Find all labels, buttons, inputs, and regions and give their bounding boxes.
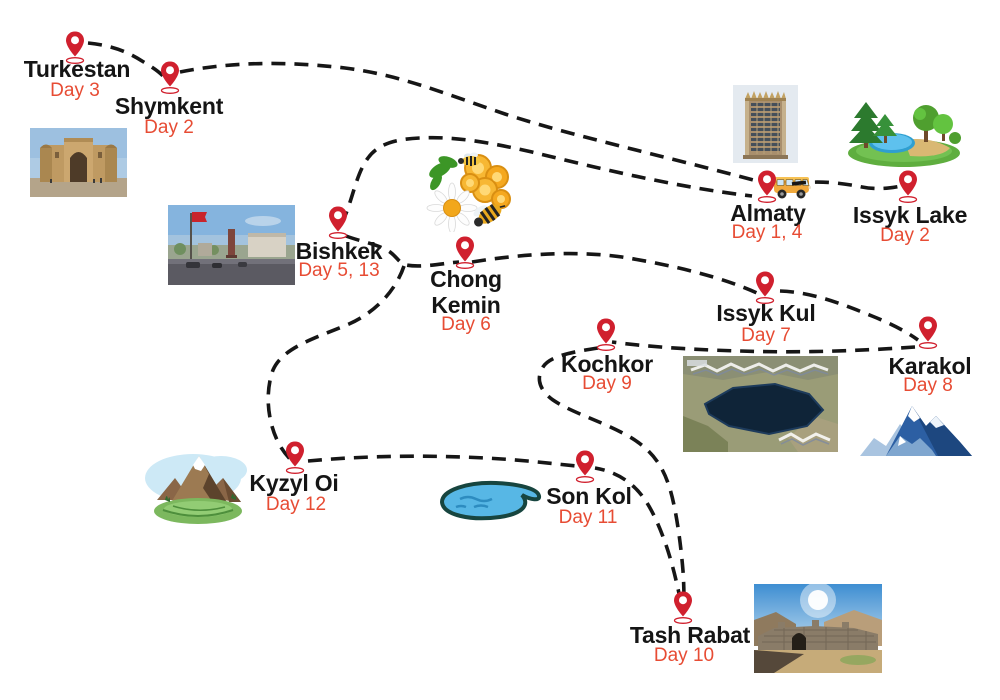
karakol-day-label: Day 8 bbox=[903, 375, 953, 396]
son-kol-label: Son Kol bbox=[546, 483, 632, 509]
forest-lake-clipart bbox=[848, 102, 961, 167]
son-kol-lake-clipart bbox=[439, 480, 542, 521]
chong-kemin-label-line-2: Kemin bbox=[431, 292, 501, 318]
son-kol-map-pin-icon[interactable] bbox=[573, 449, 597, 483]
issyk-kul-label: Issyk Kul bbox=[716, 300, 816, 326]
bishkek-map-pin-icon[interactable] bbox=[326, 205, 350, 239]
chong-kemin-day-label: Day 6 bbox=[441, 314, 491, 335]
kochkor-map-pin-icon[interactable] bbox=[594, 317, 618, 351]
kyzyl-oi-label: Kyzyl Oi bbox=[249, 470, 339, 496]
almaty-map-pin-icon[interactable] bbox=[755, 169, 779, 203]
kyzyl-oi-mountains-clipart bbox=[145, 454, 247, 524]
shymkent-label: Shymkent bbox=[114, 93, 224, 119]
turkestan-day-label: Day 3 bbox=[50, 80, 100, 101]
tash-rabat-day-label: Day 10 bbox=[653, 645, 715, 666]
issyk-kul-map-pin-icon[interactable] bbox=[753, 270, 777, 304]
almaty-day-label: Day 1, 4 bbox=[731, 222, 803, 243]
turkestan-label: Turkestan bbox=[23, 56, 131, 82]
kyzyl-oi-map-pin-icon[interactable] bbox=[283, 440, 307, 474]
chong-kemin-label-line-1: Chong bbox=[430, 266, 502, 292]
issyk-lake-map-pin-icon[interactable] bbox=[896, 169, 920, 203]
shymkent-day-label: Day 2 bbox=[144, 117, 194, 138]
issyk-kul-day-label: Day 7 bbox=[741, 325, 791, 346]
chong-kemin-map-pin-icon[interactable] bbox=[453, 235, 477, 269]
bishkek-square-photo bbox=[168, 205, 295, 285]
tash-rabat-map-pin-icon[interactable] bbox=[671, 590, 695, 624]
issyk-lake-label: Issyk Lake bbox=[852, 202, 968, 228]
turkestan-mausoleum-photo bbox=[30, 128, 127, 197]
karakol-label: Karakol bbox=[888, 353, 972, 379]
tash-rabat-photo bbox=[754, 584, 882, 673]
bishkek-day-label: Day 5, 13 bbox=[298, 260, 380, 281]
shymkent-map-pin-icon[interactable] bbox=[158, 60, 182, 94]
son-kol-day-label: Day 11 bbox=[558, 507, 618, 528]
karakol-mountains-clipart bbox=[860, 406, 978, 460]
turkestan-map-pin-icon[interactable] bbox=[63, 30, 87, 64]
issyk-lake-day-label: Day 2 bbox=[880, 225, 930, 246]
kyzyl-oi-day-label: Day 12 bbox=[265, 494, 327, 515]
kochkor-day-label: Day 9 bbox=[582, 373, 632, 394]
karakol-map-pin-icon[interactable] bbox=[916, 315, 940, 349]
issyk-kul-satellite-photo bbox=[683, 356, 838, 452]
tash-rabat-label: Tash Rabat bbox=[629, 622, 751, 648]
